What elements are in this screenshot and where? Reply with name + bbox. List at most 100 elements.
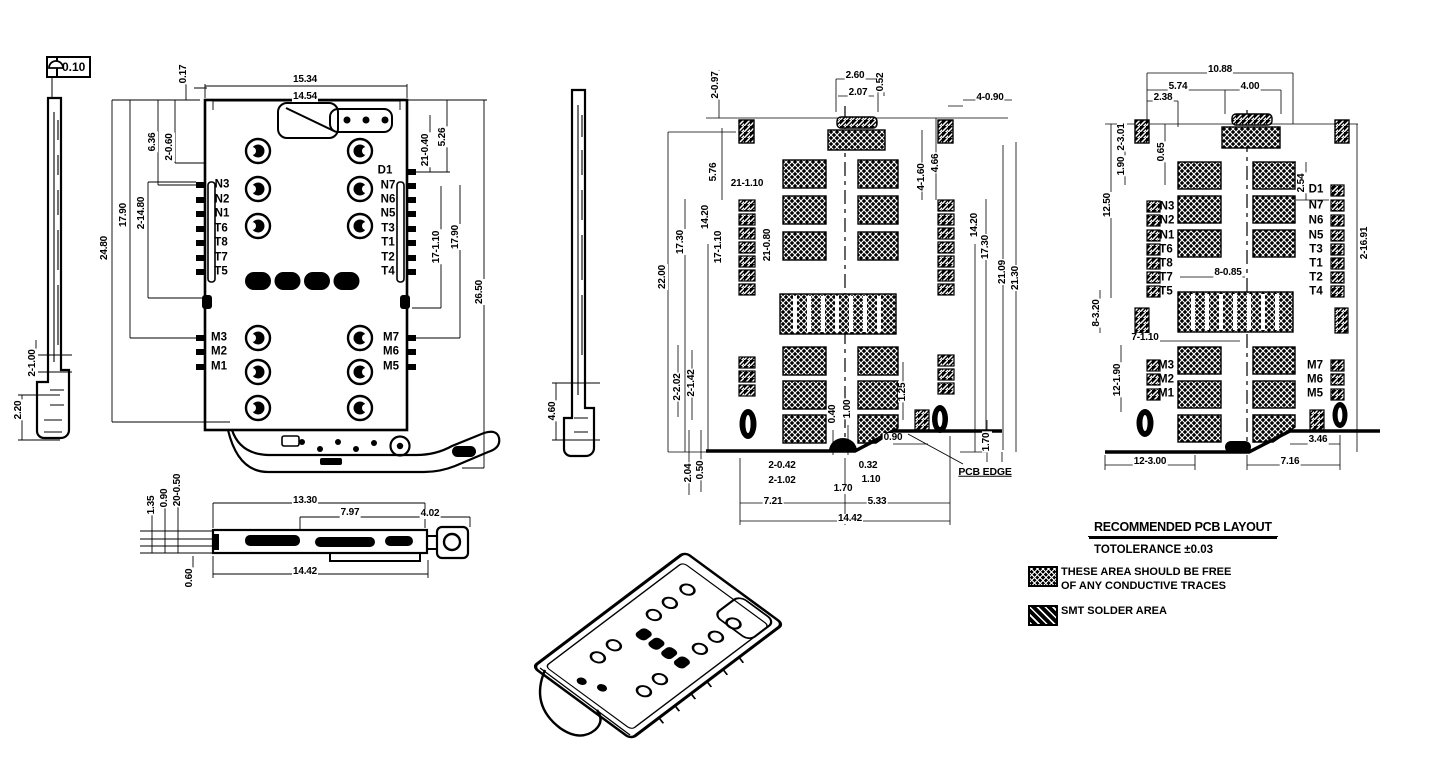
legend-free-area-line1: THESE AREA SHOULD BE FREE <box>1061 566 1232 578</box>
pin-label: N2 <box>214 193 230 206</box>
dim-label: 2.38 <box>1152 92 1174 103</box>
top-view <box>111 82 501 474</box>
dim-label: 2-0.97 <box>710 70 721 100</box>
pin-label: M7 <box>383 331 399 344</box>
legend: RECOMMENDED PCB LAYOUT TOTOLERANCE ±0.03… <box>1028 518 1388 637</box>
pin-label: M3 <box>1158 359 1174 372</box>
dim-label: 12.50 <box>1102 191 1113 219</box>
pin-label: M5 <box>1307 387 1323 400</box>
side-view-middle <box>552 88 600 458</box>
pin-label: M3 <box>211 331 227 344</box>
side-view-left <box>18 78 72 441</box>
dim-label: 5.74 <box>1167 81 1189 92</box>
dim-label: 1.00 <box>842 398 853 420</box>
pin-label: T3 <box>381 222 395 235</box>
dim-label: 17-1.10 <box>713 229 724 265</box>
dim-label: 17-1.10 <box>431 229 442 265</box>
dim-label: 0.52 <box>875 71 886 93</box>
dim-label: 17.30 <box>675 228 686 256</box>
pin-label: T5 <box>1159 285 1173 298</box>
pin-label: N3 <box>1159 200 1175 213</box>
dim-label: 2-16.91 <box>1359 225 1370 261</box>
pin-label: T8 <box>214 236 228 249</box>
dim-label: 1.70 <box>981 431 992 453</box>
pin-label: N7 <box>1308 199 1324 212</box>
legend-smt-area: SMT SOLDER AREA <box>1028 604 1388 626</box>
dim-label: 4.60 <box>547 400 558 422</box>
diagonal-hatch-swatch-icon <box>1028 604 1058 626</box>
dim-label: 14.42 <box>836 513 864 524</box>
dim-label: 1.90 <box>1116 155 1127 177</box>
dim-label: 1.35 <box>146 494 157 516</box>
pin-label: N1 <box>1159 229 1175 242</box>
dim-label: 7.97 <box>339 507 361 518</box>
dim-label: 2-0.60 <box>164 132 175 162</box>
dim-label: 26.50 <box>474 278 485 306</box>
dim-label: 2.04 <box>683 462 694 484</box>
note-label: PCB EDGE <box>957 465 1013 478</box>
pin-label: N5 <box>1308 229 1324 242</box>
pin-label: M6 <box>1307 373 1323 386</box>
dim-label: 0.17 <box>178 63 189 85</box>
dim-label: 2.60 <box>844 70 866 81</box>
pin-label: M2 <box>211 345 227 358</box>
dim-label: 5.76 <box>708 161 719 183</box>
profile-of-line-icon <box>48 58 64 76</box>
pin-label: T6 <box>1159 243 1173 256</box>
pin-label: N6 <box>1308 214 1324 227</box>
crosshatch-swatch-icon <box>1028 566 1058 587</box>
legend-title: RECOMMENDED PCB LAYOUT <box>1088 520 1278 537</box>
pin-label: T8 <box>1159 257 1173 270</box>
dim-label: 14.20 <box>969 211 980 239</box>
pin-label: N2 <box>1159 214 1175 227</box>
dim-label: 8-3.20 <box>1091 298 1102 328</box>
dim-label: 2-14.80 <box>136 195 147 231</box>
dim-label: 12-1.90 <box>1112 362 1123 398</box>
dim-label: 4.66 <box>930 152 941 174</box>
pin-label: T6 <box>214 222 228 235</box>
dim-label: 3.46 <box>1307 434 1329 445</box>
pin-label: T4 <box>381 265 395 278</box>
dim-label: 21-0.40 <box>420 132 431 168</box>
isometric-view <box>533 552 783 739</box>
pin-label: M6 <box>383 345 399 358</box>
pin-label: T2 <box>381 251 395 264</box>
dim-label: 0.32 <box>857 460 879 471</box>
dim-label: 2-0.42 <box>767 460 797 471</box>
dim-label: 5.33 <box>866 496 888 507</box>
pin-label: N7 <box>380 179 396 192</box>
dim-label: 21-0.80 <box>762 227 773 263</box>
pin-label: N6 <box>380 193 396 206</box>
legend-free-area-line2: OF ANY CONDUCTIVE TRACES <box>1061 579 1227 592</box>
dim-label: 2-1.02 <box>767 475 797 486</box>
pin-label: N5 <box>380 207 396 220</box>
dim-label: 0.40 <box>827 403 838 425</box>
dim-label: 14.54 <box>291 91 319 102</box>
dim-label: 8-0.85 <box>1213 267 1243 278</box>
dim-label: 21.30 <box>1010 264 1021 292</box>
dim-label: 7.21 <box>762 496 784 507</box>
dim-label: 13.30 <box>291 495 319 506</box>
dim-label: 2.20 <box>13 399 24 421</box>
dim-label: 4.02 <box>419 508 441 519</box>
dim-label: 17.90 <box>450 223 461 251</box>
dim-label: 17.30 <box>980 233 991 261</box>
dim-label: 21.09 <box>997 258 1008 286</box>
dim-label: 0.90 <box>882 432 904 443</box>
pin-label: T4 <box>1309 285 1323 298</box>
pin-label: T7 <box>1159 271 1173 284</box>
dim-label: 17.90 <box>118 201 129 229</box>
dim-label: 4.00 <box>1239 81 1261 92</box>
dim-label: 1.10 <box>860 474 882 485</box>
legend-tolerance: TOTOLERANCE ±0.03 <box>1094 544 1213 556</box>
dim-label: 20-0.50 <box>172 472 183 508</box>
dim-label: 2.07 <box>847 87 869 98</box>
legend-smt-area-label: SMT SOLDER AREA <box>1061 604 1167 617</box>
pin-label: M1 <box>211 360 227 373</box>
pin-label: T5 <box>214 265 228 278</box>
pin-label: T7 <box>214 251 228 264</box>
dim-label: 7-1.10 <box>1130 332 1160 343</box>
pin-label: T1 <box>381 236 395 249</box>
pin-label: M2 <box>1158 373 1174 386</box>
